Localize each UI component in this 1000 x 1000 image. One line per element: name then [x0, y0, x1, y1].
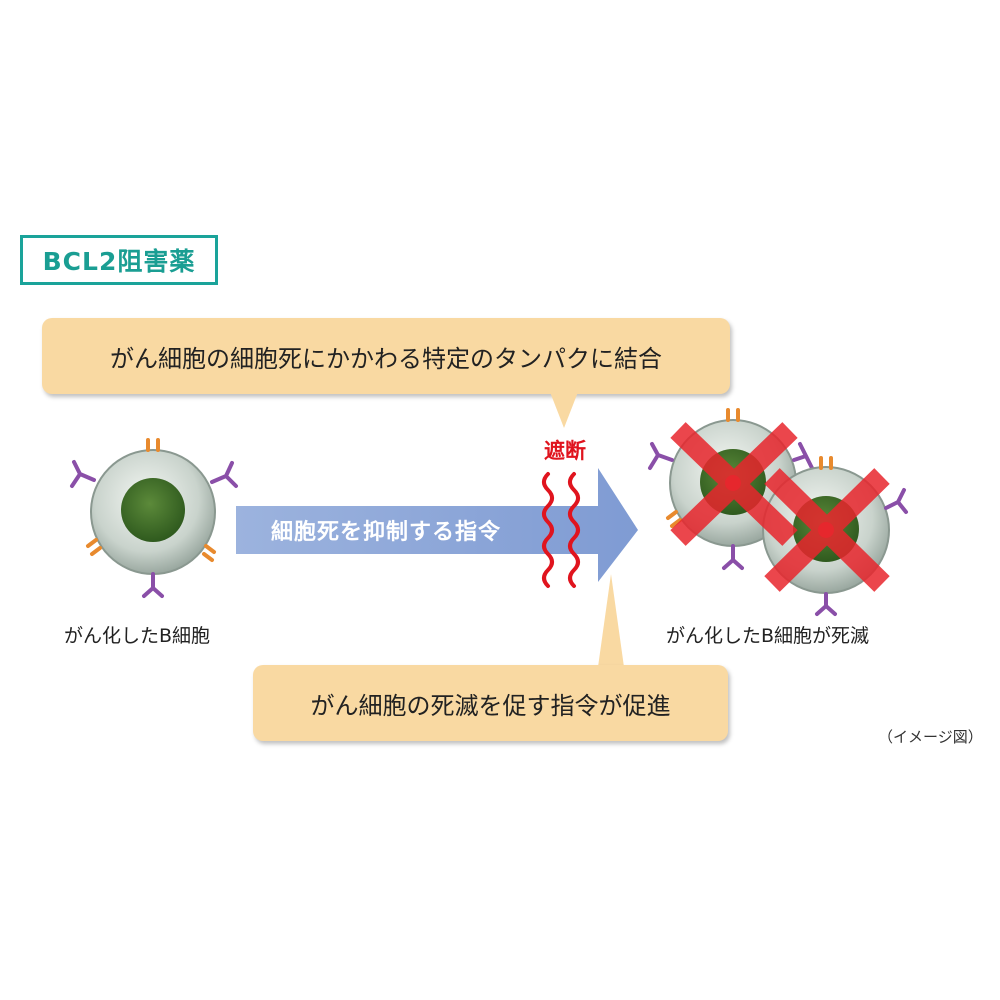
bcl2-marker-icon [86, 438, 216, 562]
bottom-message: がん細胞の死滅を促す指令が促進 [310, 691, 671, 720]
arrow-message: 細胞死を抑制する指令 [270, 520, 501, 545]
top-message-bubble: がん細胞の細胞死にかかわる特定のタンパクに結合 [42, 318, 730, 394]
bcl2-marker-icon [666, 408, 740, 528]
title-box: BCL2阻害薬 [20, 235, 218, 285]
image-note: （イメージ図） [878, 728, 983, 746]
top-message: がん細胞の細胞死にかかわる特定のタンパクに結合 [110, 344, 662, 373]
antigen-receptor-icon [815, 488, 908, 616]
antigen-receptor-icon [648, 442, 814, 570]
top-bubble-tail [550, 392, 578, 428]
bcl2-marker-icon [819, 456, 833, 470]
bottom-bubble-tail [598, 574, 624, 667]
right-caption: がん化したB細胞が死滅 [666, 625, 870, 647]
antigen-receptor-icon [70, 460, 238, 598]
left-caption: がん化したB細胞 [64, 625, 211, 647]
cancer-b-cell-left [70, 438, 238, 598]
signal-arrow [236, 468, 638, 582]
block-squiggle-icon [542, 472, 580, 588]
bottom-message-bubble: がん細胞の死滅を促す指令が促進 [253, 665, 728, 741]
block-label: 遮断 [544, 439, 586, 463]
title: BCL2阻害薬 [42, 247, 196, 276]
